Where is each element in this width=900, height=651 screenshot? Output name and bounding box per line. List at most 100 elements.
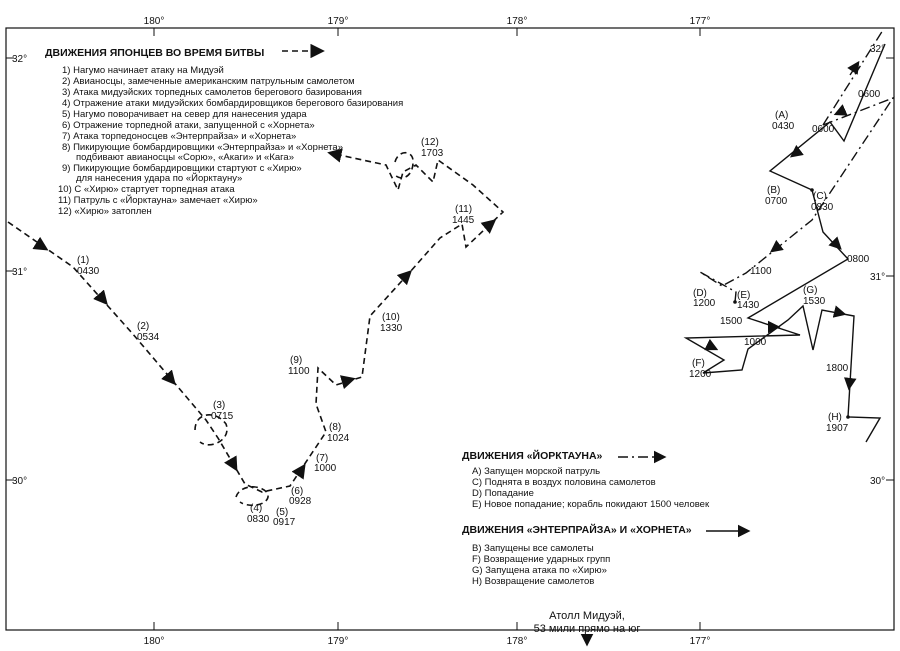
jp-legend-item: 11) Патруль с «Йорктауна» замечает «Хирю… xyxy=(58,194,258,206)
yk-point-e-time: 1430 xyxy=(737,300,760,311)
side-coordinates: 32° 31° 30° 32° 31° 30° xyxy=(6,44,894,487)
right-lat-30: 30° xyxy=(870,476,885,487)
jp-point-8-time: 1024 xyxy=(327,433,350,444)
right-lat-32: 32° xyxy=(870,44,885,55)
jp-point-8-num: (8) xyxy=(329,422,341,433)
yk-time-1100: 1100 xyxy=(750,266,772,277)
bottom-lon-180: 180° xyxy=(144,636,165,647)
japanese-legend: ДВИЖЕНИЯ ЯПОНЦЕВ ВО ВРЕМЯ БИТВЫ 1) Нагум… xyxy=(45,43,403,217)
yorktown-labels: (A) 0430 (C) 0830 (D) 1200 (E) 1430 0600… xyxy=(693,110,835,327)
jp-legend-item: 3) Атака мидуэйских торпедных самолетов … xyxy=(62,87,362,98)
yk-legend-item: D) Попадание xyxy=(472,488,534,499)
jp-point-10-time: 1330 xyxy=(380,323,403,334)
bottom-coordinates: 180° 179° 178° 177° xyxy=(144,622,711,647)
eh-point-b-time: 0700 xyxy=(765,196,788,207)
eh-point-h-letter: (H) xyxy=(828,412,842,423)
map-frame xyxy=(5,27,895,631)
eh-point-b-letter: (B) xyxy=(767,185,780,196)
yk-point-a-letter: (A) xyxy=(775,110,788,121)
jp-legend-item: 7) Атака торпедоносцев «Энтерпрайза» и «… xyxy=(62,131,296,142)
top-lon-179: 179° xyxy=(328,16,349,27)
japanese-loop-3 xyxy=(194,414,228,446)
jp-legend-item: 2) Авианосцы, замеченные американским па… xyxy=(62,76,355,87)
eh-point-g-letter: (G) xyxy=(803,285,817,296)
jp-point-10-num: (10) xyxy=(382,312,400,323)
enterprise-labels: (B) 0700 (G) 1530 (F) 1200 (H) 1907 0600… xyxy=(689,89,881,434)
right-lat-31: 31° xyxy=(870,272,885,283)
jp-legend-item: подбивают авианосцы «Сорю», «Акаги» и «К… xyxy=(76,152,294,163)
yk-time-1500: 1500 xyxy=(720,316,743,327)
top-lon-180: 180° xyxy=(144,16,165,27)
yorktown-track-line xyxy=(699,96,895,303)
eh-time-1800: 1800 xyxy=(826,363,849,374)
jp-point-5-time: 0917 xyxy=(273,517,296,528)
jp-point-4-time: 0830 xyxy=(247,514,270,525)
japanese-loop-12 xyxy=(394,151,414,179)
jp-point-2-time: 0534 xyxy=(137,332,160,343)
eh-time-0800: 0800 xyxy=(847,254,870,265)
japanese-legend-title: ДВИЖЕНИЯ ЯПОНЦЕВ ВО ВРЕМЯ БИТВЫ xyxy=(45,47,264,59)
yk-point-e-letter: (E) xyxy=(737,290,750,301)
jp-point-12-num: (12) xyxy=(421,137,439,148)
jp-point-5-num: (5) xyxy=(276,507,288,518)
jp-point-9-time: 1100 xyxy=(288,366,310,377)
jp-point-2-num: (2) xyxy=(137,321,149,332)
midway-note: Атолл Мидуэй, 53 мили прямо на юг xyxy=(534,610,641,647)
yorktown-track xyxy=(699,29,895,304)
jp-point-1-num: (1) xyxy=(77,255,89,266)
eh-point-f-time: 1200 xyxy=(689,369,712,380)
bottom-lon-179: 179° xyxy=(328,636,349,647)
yorktown-early-line xyxy=(822,29,884,126)
jp-point-7-num: (7) xyxy=(316,453,328,464)
jp-point-9-num: (9) xyxy=(290,355,302,366)
eh-legend-item: G) Запущена атака по «Хирю» xyxy=(472,565,607,576)
jp-legend-item: 6) Отражение торпедной атаки, запущенной… xyxy=(62,120,315,131)
midway-note-line-1: Атолл Мидуэй, xyxy=(549,610,625,622)
left-lat-32: 32° xyxy=(12,54,27,65)
eh-legend-item: F) Возвращение ударных групп xyxy=(472,554,610,565)
enterprise-hornet-track-line xyxy=(683,43,886,443)
jp-legend-item: 10) С «Хирю» стартует торпедная атака xyxy=(58,184,235,195)
yorktown-legend-title: ДВИЖЕНИЯ «ЙОРКТАУНА» xyxy=(462,449,603,462)
jp-legend-item: 12) «Хирю» затоплен xyxy=(58,206,152,217)
jp-point-6-time: 0928 xyxy=(289,496,312,507)
jp-legend-item: 9) Пикирующие бомбардировщики стартуют с… xyxy=(62,163,302,174)
yk-point-a-time: 0430 xyxy=(772,121,795,132)
yk-point-c-time: 0830 xyxy=(811,202,834,213)
top-lon-178: 178° xyxy=(507,16,528,27)
jp-point-4-num: (4) xyxy=(250,503,262,514)
jp-point-6-num: (6) xyxy=(291,486,303,497)
bottom-lon-177: 177° xyxy=(690,636,711,647)
yorktown-legend: ДВИЖЕНИЯ «ЙОРКТАУНА» A) Запущен морской … xyxy=(462,449,710,510)
eh-time-0600: 0600 xyxy=(858,89,881,100)
jp-point-3-time: 0715 xyxy=(211,411,234,422)
jp-point-11-num: (11) xyxy=(455,204,472,215)
jp-point-1-time: 0430 xyxy=(77,266,100,277)
jp-legend-item: 5) Нагумо поворачивает на север для нане… xyxy=(62,109,307,120)
yk-point-d-time: 1200 xyxy=(693,298,716,309)
jp-point-3-num: (3) xyxy=(213,400,225,411)
jp-point-12-time: 1703 xyxy=(421,148,444,159)
midway-note-line-2: 53 мили прямо на юг xyxy=(534,623,641,635)
japanese-labels: (1) 0430 (2) 0534 (3) 0715 (4) 0830 (5) … xyxy=(77,137,475,528)
yk-time-0600: 0600 xyxy=(812,124,835,135)
eh-time-1000: 1000 xyxy=(744,337,767,348)
jp-point-7-time: 1000 xyxy=(314,463,337,474)
bottom-lon-178: 178° xyxy=(507,636,528,647)
left-lat-31: 31° xyxy=(12,267,27,278)
yk-point-c-letter: (C) xyxy=(813,191,827,202)
jp-legend-item: для нанесения удара по «Йорктауну» xyxy=(76,172,242,184)
japanese-track xyxy=(7,148,505,507)
eh-point-f-letter: (F) xyxy=(692,358,705,369)
jp-legend-item: 1) Нагумо начинает атаку на Мидуэй xyxy=(62,65,224,76)
enterprise-legend: ДВИЖЕНИЯ «ЭНТЕРПРАЙЗА» И «ХОРНЕТА» B) За… xyxy=(462,523,751,587)
top-lon-177: 177° xyxy=(690,16,711,27)
eh-point-g-time: 1530 xyxy=(803,296,826,307)
eh-legend-item: H) Возвращение самолетов xyxy=(472,576,594,587)
left-lat-30: 30° xyxy=(12,476,27,487)
yk-point-d-letter: (D) xyxy=(693,288,707,299)
jp-point-11-time: 1445 xyxy=(452,215,475,226)
enterprise-legend-title: ДВИЖЕНИЯ «ЭНТЕРПРАЙЗА» И «ХОРНЕТА» xyxy=(462,523,692,536)
yk-legend-item: C) Поднята в воздух половина самолетов xyxy=(472,477,656,488)
